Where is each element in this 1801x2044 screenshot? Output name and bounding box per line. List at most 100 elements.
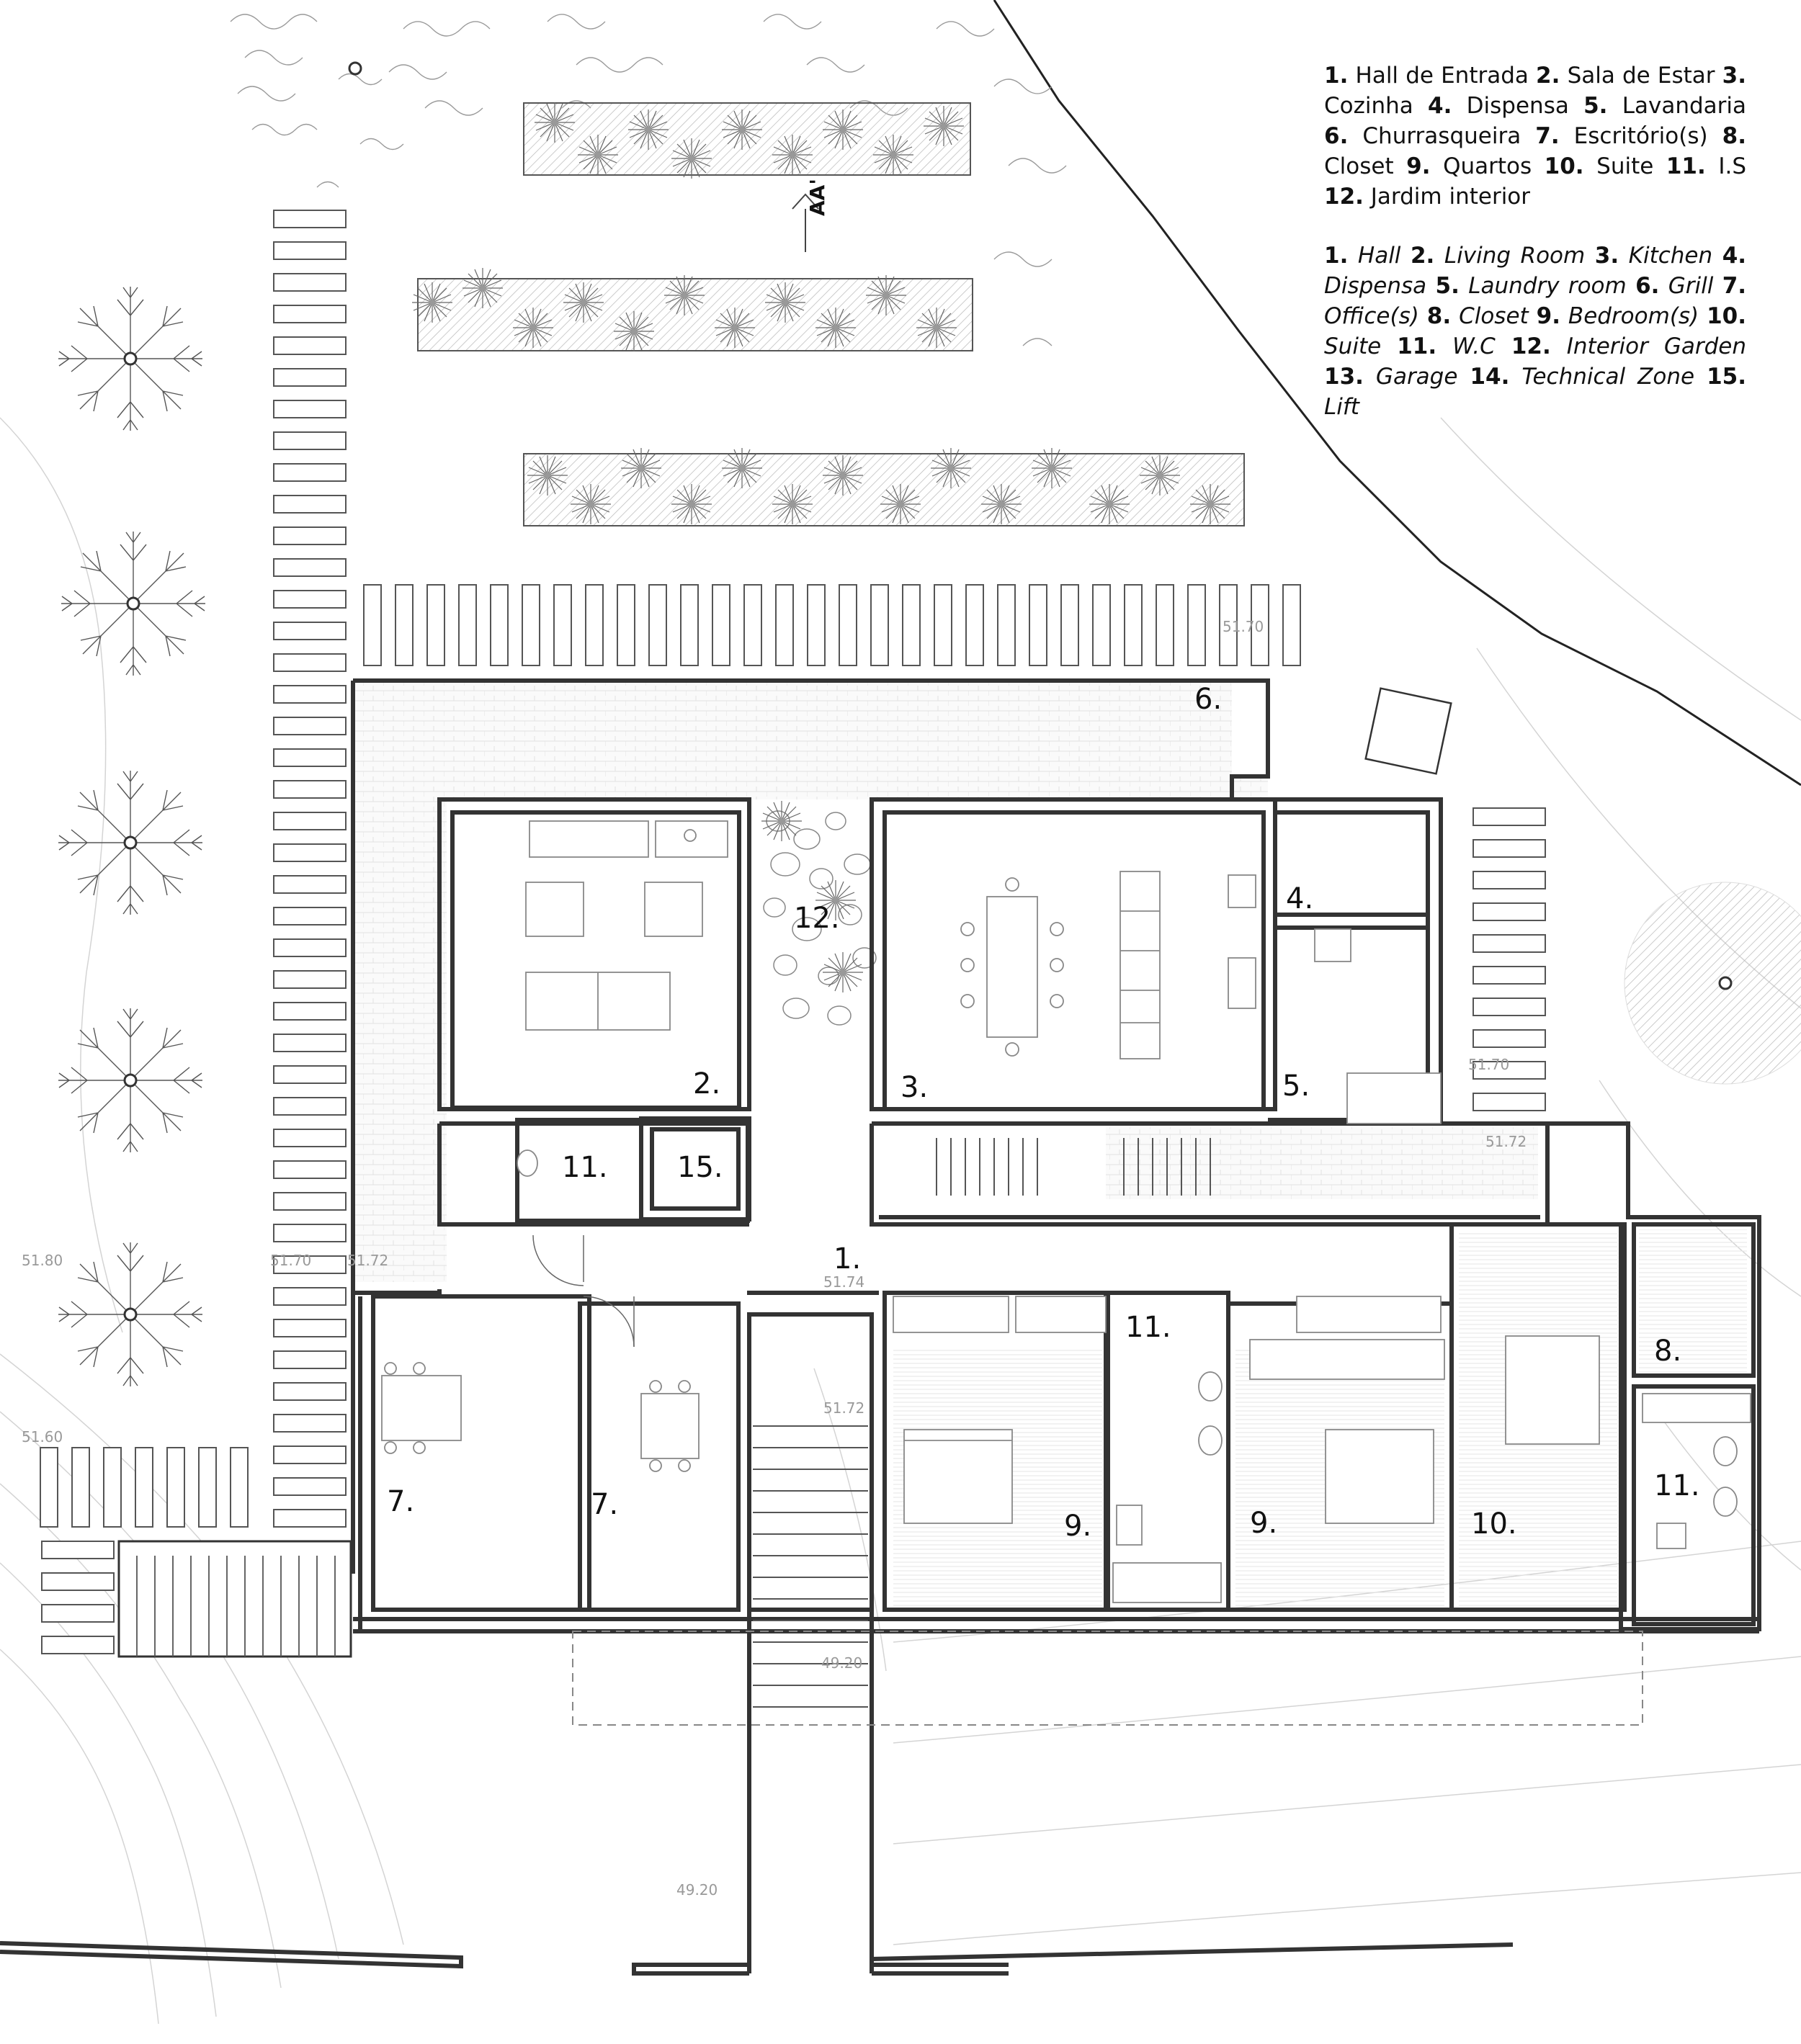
elevation-mark: 51.80 — [22, 1252, 63, 1269]
furniture — [381, 820, 1751, 1603]
elevation-mark: 51.74 — [823, 1273, 865, 1291]
legend-en-num: 9. — [1536, 303, 1560, 329]
legend-en-text: Living Room — [1444, 243, 1586, 269]
legend-pt-text: Hall de Entrada — [1355, 63, 1529, 89]
legend-pt-text: Suite — [1596, 153, 1654, 179]
elevation-mark: 49.20 — [821, 1654, 863, 1672]
room-label-kitchen: 3. — [900, 1071, 929, 1104]
legend-en-num: 6. — [1635, 273, 1660, 299]
legend-en-text: Closet — [1459, 303, 1529, 329]
legend-en-text: Office(s) — [1324, 303, 1419, 329]
walls — [0, 678, 1761, 1976]
legend-en-text: Lift — [1324, 394, 1359, 420]
legend-pt-text: Jardim interior — [1370, 184, 1531, 210]
legend-pt-text: Cozinha — [1324, 93, 1413, 119]
legend-en-num: 15. — [1707, 364, 1746, 390]
legend-en-num: 1. — [1324, 243, 1349, 269]
elevation-mark: 51.60 — [22, 1428, 63, 1445]
legend-pt-text: Churrasqueira — [1362, 123, 1521, 149]
legend-en-num: 8. — [1426, 303, 1452, 329]
legend-en-num: 7. — [1722, 273, 1747, 299]
legend-en-num: 5. — [1435, 273, 1460, 299]
legend-pt-num: 6. — [1324, 123, 1349, 149]
legend-en-text: Suite — [1324, 333, 1382, 359]
legend-en-text: Bedroom(s) — [1568, 303, 1699, 329]
room-label-closet: 8. — [1654, 1335, 1682, 1368]
legend-en-num: 11. — [1397, 333, 1437, 359]
room-label-hall: 1. — [834, 1242, 862, 1276]
room-label-office: 7. — [591, 1488, 619, 1521]
room-label-wc: 11. — [1125, 1311, 1171, 1344]
section-line — [792, 193, 819, 252]
legend-pt: 1. Hall de Entrada 2. Sala de Estar 3. C… — [1324, 60, 1746, 212]
terrace-east — [1106, 1127, 1538, 1199]
terrain-contours — [0, 417, 1801, 2025]
legend-en-text: Technical Zone — [1521, 364, 1695, 390]
legend-en-num: 10. — [1707, 303, 1747, 329]
legend-pt-text: Dispensa — [1466, 93, 1569, 119]
elevation-mark: 49.20 — [676, 1881, 718, 1899]
legend-pt-num: 12. — [1324, 184, 1364, 210]
section-label: AA' — [805, 179, 829, 216]
tree-right — [1624, 882, 1801, 1085]
legend-en-text: Kitchen — [1628, 243, 1713, 269]
legend-en: 1. Hall 2. Living Room 3. Kitchen 4. Dis… — [1324, 241, 1746, 422]
elevation-mark: 51.70 — [1223, 618, 1264, 635]
legend: 1. Hall de Entrada 2. Sala de Estar 3. C… — [1324, 60, 1746, 422]
legend-en-num: 12. — [1511, 333, 1551, 359]
legend-pt-num: 10. — [1544, 153, 1584, 179]
room-label-bedroom: 9. — [1064, 1510, 1092, 1543]
elevation-mark: 51.70 — [1468, 1056, 1510, 1073]
grill-pad — [1364, 687, 1452, 775]
elevation-mark: 51.72 — [347, 1252, 389, 1269]
legend-pt-text: Sala de Estar — [1567, 63, 1715, 89]
legend-pt-text: I.S — [1718, 153, 1747, 179]
legend-en-text: W.C — [1452, 333, 1496, 359]
underground-outline — [572, 1631, 1643, 1726]
legend-pt-text: Quartos — [1443, 153, 1532, 179]
elevation-mark: 51.72 — [823, 1399, 865, 1417]
legend-pt-num: 2. — [1536, 63, 1560, 89]
legend-en-text: Hall — [1357, 243, 1401, 269]
trees — [57, 285, 207, 1388]
legend-en-text: Interior Garden — [1566, 333, 1747, 359]
entrance-ramp — [117, 1540, 352, 1658]
legend-pt-num: 9. — [1406, 153, 1431, 179]
legend-en-num: 13. — [1324, 364, 1364, 390]
room-label-garden: 12. — [794, 902, 840, 935]
stairs — [753, 1138, 1211, 1708]
legend-pt-num: 11. — [1666, 153, 1706, 179]
legend-en-text: Garage — [1375, 364, 1458, 390]
legend-pt-text: Closet — [1324, 153, 1394, 179]
room-label-bedroom: 9. — [1250, 1507, 1278, 1540]
door-swings — [532, 1234, 635, 1348]
legend-pt-text: Escritório(s) — [1573, 123, 1708, 149]
elevation-mark: 51.72 — [1485, 1133, 1527, 1150]
room-label-grill: 6. — [1194, 683, 1223, 716]
room-label-office: 7. — [387, 1485, 415, 1518]
terrace — [353, 681, 1272, 1282]
path-slabs — [40, 210, 1546, 1654]
legend-pt-num: 8. — [1722, 123, 1746, 149]
room-label-laundry: 5. — [1282, 1070, 1310, 1103]
legend-en-num: 4. — [1722, 243, 1747, 269]
room-label-living: 2. — [693, 1067, 721, 1101]
legend-pt-num: 5. — [1583, 93, 1608, 119]
legend-pt-num: 1. — [1324, 63, 1349, 89]
legend-pt-num: 7. — [1535, 123, 1560, 149]
interior-garden — [761, 800, 877, 1026]
elevation-mark: 51.70 — [270, 1252, 312, 1269]
legend-pt-text: Lavandaria — [1622, 93, 1746, 119]
room-label-pantry: 4. — [1286, 882, 1314, 915]
legend-en-text: Grill — [1668, 273, 1714, 299]
legend-en-num: 3. — [1594, 243, 1619, 269]
legend-en-text: Laundry room — [1468, 273, 1627, 299]
legend-pt-num: 3. — [1722, 63, 1747, 89]
room-label-wc: 11. — [1654, 1469, 1700, 1502]
property-boundary — [993, 0, 1801, 786]
legend-en-num: 2. — [1410, 243, 1435, 269]
room-label-suite: 10. — [1471, 1507, 1517, 1541]
room-label-wc: 11. — [562, 1151, 608, 1184]
legend-en-num: 14. — [1470, 364, 1510, 390]
